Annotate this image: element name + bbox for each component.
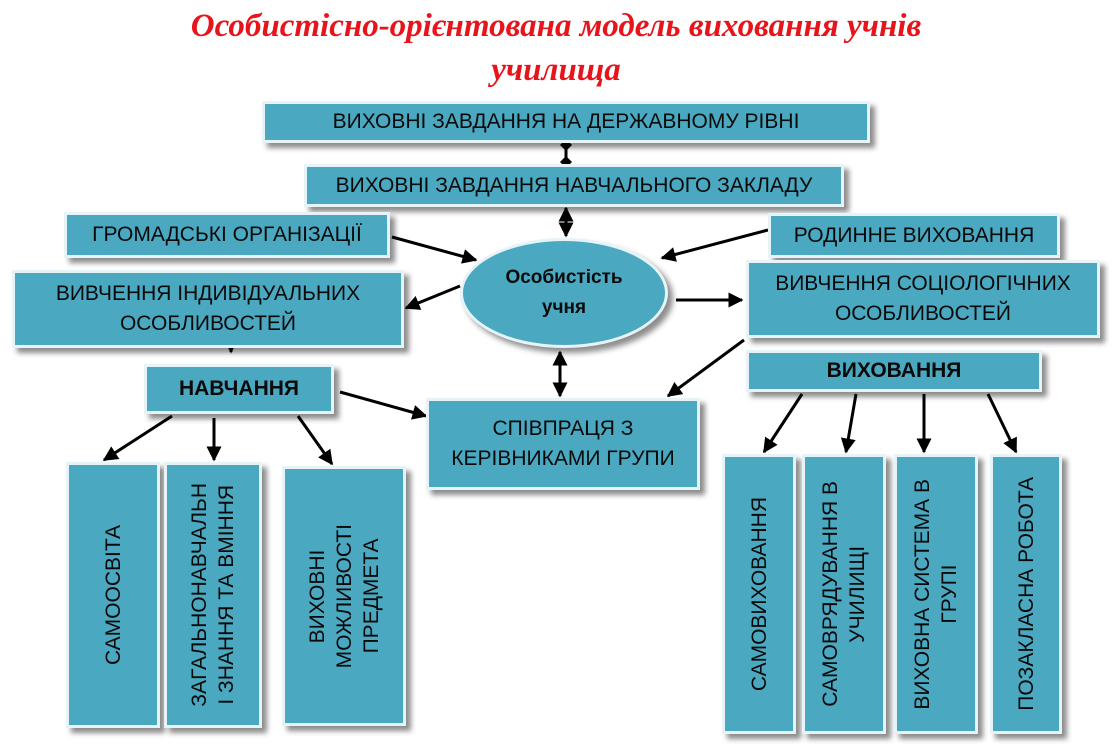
diagram-title: Особистісно-орієнтована модель виховання…: [0, 4, 1112, 92]
box-school-tasks: ВИХОВНІ ЗАВДАННЯ НАВЧАЛЬНОГО ЗАКЛАДУ: [304, 164, 844, 207]
box-sociological-line2: ОСОБЛИВОСТЕЙ: [834, 302, 1012, 325]
box-subject-line2: МОЖЛИВОСТІ: [332, 523, 356, 669]
box-cooperation-line1: СПІВПРАЦЯ З: [492, 417, 634, 440]
box-group-line1: ВИХОВНА СИСТЕМА В: [911, 478, 934, 710]
box-general-line2: І ЗНАННЯ ТА ВМІННЯ: [215, 485, 238, 705]
arrow-sociological-cooperation: [666, 338, 745, 398]
box-family-upbringing-label: РОДИННЕ ВИХОВАННЯ: [793, 223, 1035, 247]
box-self-government: САМОВРЯДУВАННЯ В УЧИЛИЩІ: [802, 454, 886, 734]
arrow-learning-cooperation: [339, 390, 428, 420]
arrow-learning-subject: [296, 415, 334, 466]
arrow-center-individual: [404, 284, 461, 310]
arrow-orgs-center: [391, 235, 478, 264]
box-self-gov-line1: САМОВРЯДУВАННЯ В: [819, 481, 842, 707]
box-subject-line3: ПРЕДМЕТА: [359, 538, 383, 654]
center-line2: учня: [541, 297, 587, 318]
arrow-upbringing-selfgov: [840, 393, 858, 454]
box-family-upbringing: РОДИННЕ ВИХОВАННЯ: [768, 213, 1060, 258]
center-student-personality: Особистість учня: [460, 238, 668, 348]
box-individual-line1: ВИВЧЕННЯ ІНДИВІДУАЛЬНИХ: [55, 282, 361, 305]
box-school-tasks-label: ВИХОВНІ ЗАВДАННЯ НАВЧАЛЬНОГО ЗАКЛАДУ: [335, 173, 813, 197]
box-upbringing-label: ВИХОВАННЯ: [826, 359, 962, 382]
box-extracurricular-label: ПОЗАКЛАСНА РОБОТА: [1014, 477, 1038, 711]
arrow-upbringing-extracurricular: [986, 393, 1018, 454]
box-upbringing: ВИХОВАННЯ: [746, 350, 1042, 392]
box-cooperation-line2: КЕРІВНИКАМИ ГРУПИ: [451, 447, 675, 470]
box-sociological-line1: ВИВЧЕННЯ СОЦІОЛОГІЧНИХ: [775, 272, 1071, 295]
box-individual-features: ВИВЧЕННЯ ІНДИВІДУАЛЬНИХ ОСОБЛИВОСТЕЙ: [12, 270, 404, 348]
arrow-learning-self-education: [102, 414, 173, 462]
box-cooperation-group-leaders: СПІВПРАЦЯ З КЕРІВНИКАМИ ГРУПИ: [426, 398, 700, 490]
arrow-upbringing-self: [762, 393, 804, 454]
box-self-upbringing-label: САМОВИХОВАННЯ: [747, 496, 771, 692]
arrow-family-center: [660, 228, 769, 262]
box-general-line1: ЗАГАЛЬНОНАВЧАЛЬН: [188, 483, 211, 707]
box-group-line2: ГРУПІ: [938, 564, 961, 624]
box-learning: НАВЧАННЯ: [144, 364, 334, 414]
box-state-tasks: ВИХОВНІ ЗАВДАННЯ НА ДЕРЖАВНОМУ РІВНІ: [262, 101, 870, 143]
diagram-title-line2: училища: [491, 52, 621, 88]
box-individual-line2: ОСОБЛИВОСТЕЙ: [119, 312, 297, 335]
box-group-system: ВИХОВНА СИСТЕМА В ГРУПІ: [894, 454, 978, 734]
box-state-tasks-label: ВИХОВНІ ЗАВДАННЯ НА ДЕРЖАВНОМУ РІВНІ: [332, 110, 800, 133]
center-line1: Особистість: [505, 267, 623, 288]
box-learning-label: НАВЧАННЯ: [178, 377, 300, 400]
box-self-upbringing: САМОВИХОВАННЯ: [722, 454, 796, 734]
box-self-gov-line2: УЧИЛИЩІ: [846, 545, 869, 643]
box-subject-line1: ВИХОВНІ: [305, 549, 329, 643]
box-general-knowledge: ЗАГАЛЬНОНАВЧАЛЬН І ЗНАННЯ ТА ВМІННЯ: [164, 462, 262, 728]
diagram-title-line1: Особистісно-орієнтована модель виховання…: [190, 8, 922, 44]
box-public-organizations-label: ГРОМАДСЬКІ ОРГАНІЗАЦІЇ: [92, 223, 362, 246]
box-extracurricular: ПОЗАКЛАСНА РОБОТА: [990, 454, 1062, 734]
box-public-organizations: ГРОМАДСЬКІ ОРГАНІЗАЦІЇ: [64, 212, 390, 258]
box-self-education-label: САМООСВІТА: [101, 524, 125, 666]
box-self-education: САМООСВІТА: [66, 462, 160, 728]
box-subject-possibilities: ВИХОВНІ МОЖЛИВОСТІ ПРЕДМЕТА: [282, 466, 406, 726]
box-sociological-features: ВИВЧЕННЯ СОЦІОЛОГІЧНИХ ОСОБЛИВОСТЕЙ: [746, 260, 1100, 338]
